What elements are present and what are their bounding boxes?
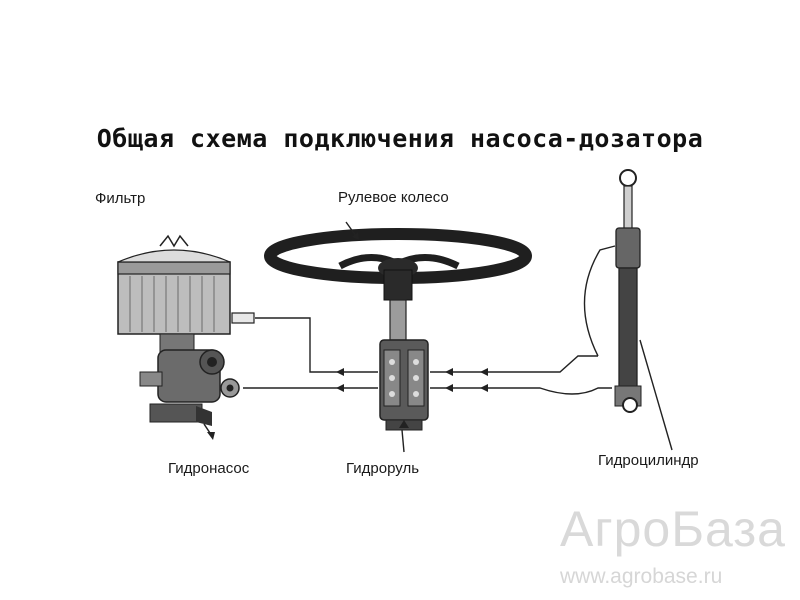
arrow-5	[480, 368, 488, 376]
steering-wheel-label: Рулевое колесо	[338, 189, 449, 206]
steering-wheel-icon	[264, 221, 532, 301]
cylinder-icon	[614, 169, 673, 451]
filter-icon	[117, 234, 255, 335]
flow-arrows	[336, 368, 488, 392]
cylinder-top-hose	[583, 245, 616, 357]
steering-unit-icon	[379, 299, 429, 453]
cylinder-line-lower	[430, 387, 612, 395]
arrow-1	[336, 368, 344, 376]
cylinder-label: Гидроцилиндр	[598, 452, 699, 469]
pump-icon	[139, 333, 240, 440]
arrow-3	[445, 368, 453, 376]
arrow-2	[336, 384, 344, 392]
watermark-url: www.agrobase.ru	[560, 565, 723, 588]
cylinder-line-upper	[430, 355, 598, 373]
steering-unit-label: Гидроруль	[346, 460, 420, 477]
pump-label: Гидронасос	[168, 460, 250, 477]
filter-label: Фильтр	[95, 190, 146, 207]
watermark-brand: АгроБаза	[560, 501, 786, 557]
filter-return-line	[255, 317, 378, 373]
diagram-title: Общая схема подключения насоса-дозатора	[96, 124, 704, 153]
arrow-6	[480, 384, 488, 392]
arrow-4	[445, 384, 453, 392]
